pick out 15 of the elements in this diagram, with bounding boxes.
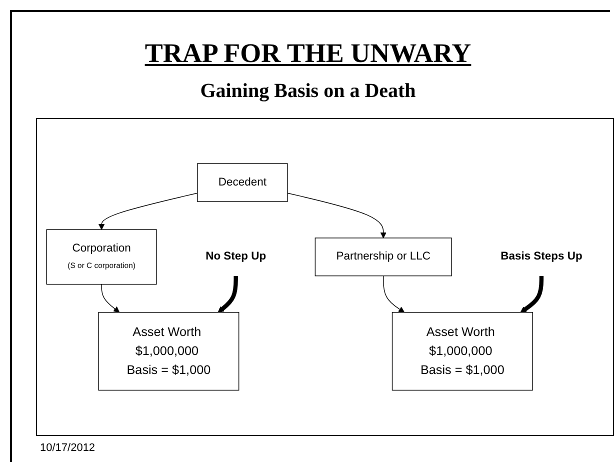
node-box: Asset Worth $1,000,000 Basis = $1,000 [98,312,240,391]
node-box: Asset Worth $1,000,000 Basis = $1,000 [392,312,533,391]
node-text: Basis Steps Up [500,250,582,263]
arrow [101,284,120,313]
arrow [98,192,198,230]
arrow [383,276,405,313]
node-box: Decedent [197,163,288,202]
slide-subtitle: Gaining Basis on a Death [200,80,416,102]
node-text: No Step Up [206,250,266,263]
arrow [287,192,386,238]
arrow [218,276,238,313]
node-box: Partnership or LLC [314,238,452,276]
slide-title: TRAP FOR THE UNWARY [144,38,472,68]
date-text: 10/17/2012 [40,442,96,454]
arrow [520,276,544,313]
